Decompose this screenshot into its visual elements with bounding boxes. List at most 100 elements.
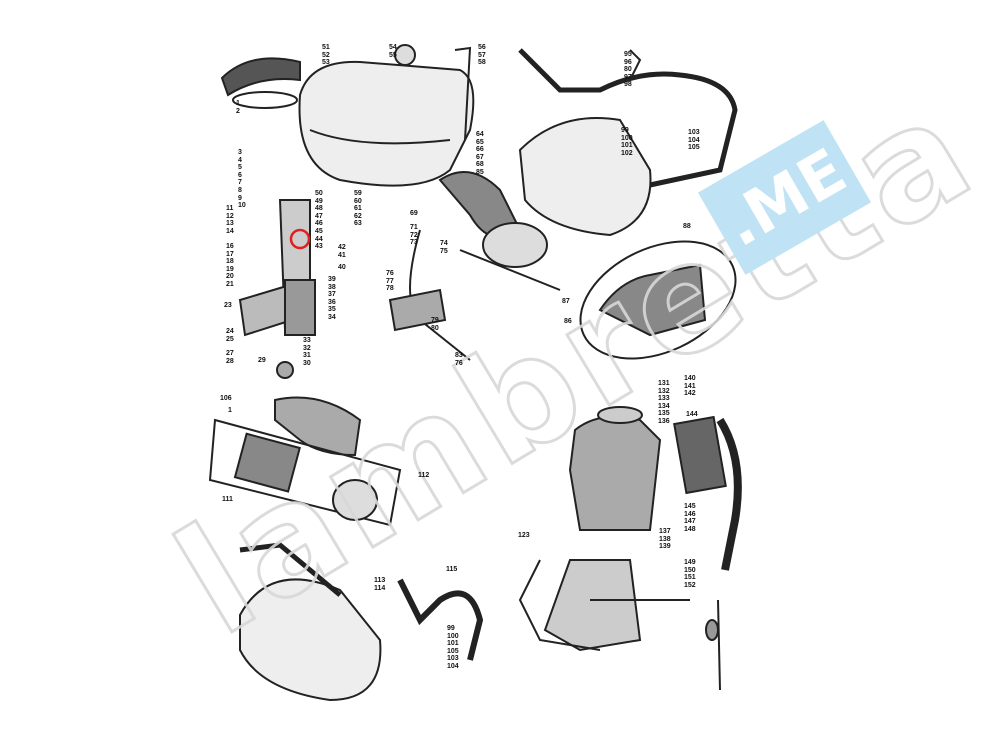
part-number-label: 69	[410, 210, 418, 217]
part-number-label: 149	[684, 559, 696, 566]
part-number-label: 101	[621, 142, 633, 150]
part-number-label: 146	[684, 510, 696, 518]
part-number-label: 47	[315, 212, 323, 220]
part-number-label: 18	[226, 258, 234, 266]
part-number-label: 142	[684, 390, 696, 398]
part-number-label: 147	[684, 518, 696, 526]
part-number-label: 46	[315, 220, 323, 228]
part-number-label: 5	[238, 164, 242, 172]
part-number-label: 64	[476, 131, 484, 138]
part-number-label: 14	[226, 227, 234, 235]
part-number-label: 111	[222, 496, 233, 503]
part-number-label: 54	[389, 44, 397, 51]
part-number-label: 73	[410, 239, 418, 247]
part-number-label: 141	[684, 382, 696, 390]
callout-group-l87: 87	[562, 298, 570, 306]
part-number-label: 152	[684, 581, 696, 589]
part-number-label: 87	[562, 298, 570, 305]
part-number-label: 55	[389, 51, 397, 59]
part-number-label: 86	[564, 318, 572, 325]
part-number-label: 44	[315, 235, 323, 243]
callout-group-l1b: 1	[228, 407, 232, 415]
part-number-label: 65	[476, 138, 484, 146]
part-number-label: 132	[658, 387, 670, 395]
part-number-label: 72	[410, 231, 418, 239]
silencer-lower-part	[239, 578, 382, 702]
part-number-label: 37	[328, 291, 336, 299]
part-number-label: 95	[624, 51, 632, 58]
part-number-label: 97	[624, 73, 632, 81]
part-number-label: 83	[455, 352, 463, 359]
part-number-label: 6	[238, 171, 242, 179]
part-number-label: 12	[226, 212, 234, 220]
part-number-label: 52	[322, 51, 330, 59]
part-number-label: 39	[328, 276, 336, 283]
part-number-label: 104	[447, 662, 459, 670]
callout-group-l123: 123	[518, 532, 530, 540]
part-number-label: 137	[659, 528, 671, 535]
part-number-label: 104	[688, 136, 700, 144]
part-number-label: 34	[328, 313, 336, 321]
air-filter-detail	[579, 240, 737, 360]
part-number-label: 32	[303, 344, 311, 352]
part-number-label: 80	[431, 324, 439, 332]
part-number-label: 148	[684, 525, 696, 533]
part-number-label: 21	[226, 280, 234, 288]
part-number-label: 145	[684, 503, 696, 510]
part-number-label: 98	[624, 81, 632, 89]
part-number-label: 150	[684, 566, 696, 574]
part-number-label: 103	[447, 655, 459, 663]
part-number-label: 33	[303, 337, 311, 344]
part-number-label: 23	[224, 302, 232, 309]
part-number-label: 28	[226, 357, 234, 365]
callout-group-carb-29: 29	[258, 357, 266, 365]
part-number-label: 79	[431, 317, 439, 324]
callout-group-l111: 111	[222, 496, 233, 504]
part-number-label: 102	[621, 149, 633, 157]
part-number-label: 138	[659, 535, 671, 543]
callout-group-l88: 88	[683, 223, 691, 231]
part-number-label: 58	[478, 59, 486, 67]
part-number-label: 42	[338, 244, 346, 251]
part-number-label: 99	[447, 625, 455, 632]
part-number-label: 31	[303, 352, 311, 360]
part-number-label: 49	[315, 197, 323, 205]
part-number-label: 77	[386, 277, 394, 285]
part-number-label: 57	[478, 51, 486, 59]
callout-group-carb-23: 23	[224, 302, 232, 310]
part-number-label: 10	[238, 202, 246, 210]
part-number-label: 11	[226, 205, 234, 212]
part-number-label: 20	[226, 273, 234, 281]
part-number-label: 123	[518, 532, 530, 539]
part-number-label: 105	[447, 647, 459, 655]
silencer-part	[518, 117, 652, 237]
part-number-label: 63	[354, 220, 362, 228]
seal-ring-part	[232, 91, 298, 109]
part-number-label: 140	[684, 375, 696, 382]
part-number-label: 41	[338, 251, 346, 259]
